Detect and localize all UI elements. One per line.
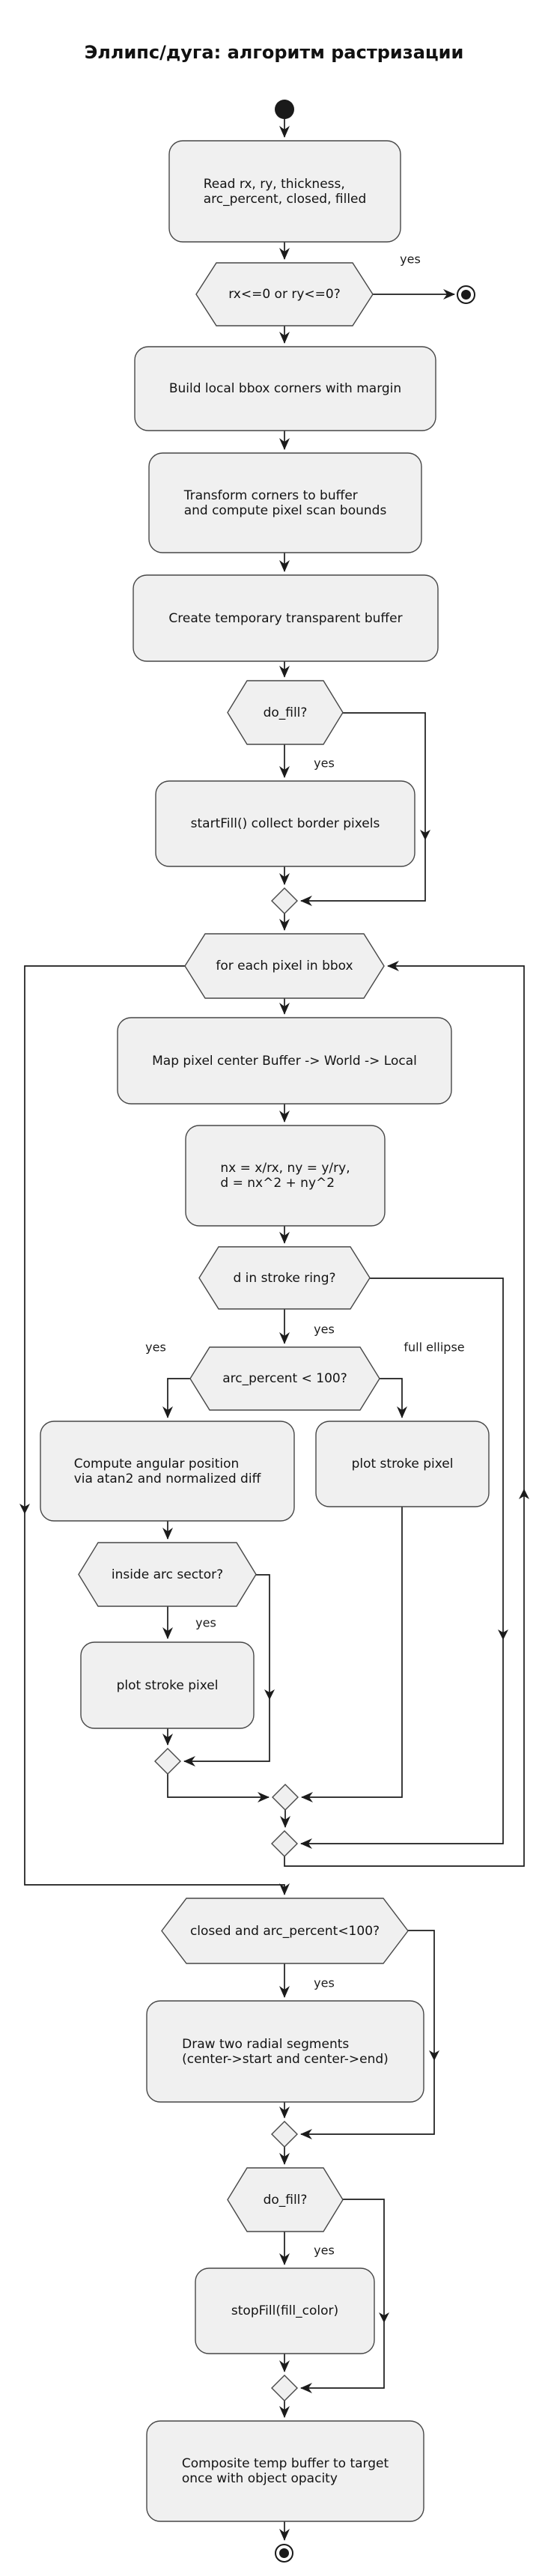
- decision-shape-closed-arc: [161, 1898, 409, 1964]
- flow-edge-26-mid-arrow: [19, 1504, 30, 1514]
- flow-edge-8: [300, 712, 426, 906]
- final-node-early: [457, 285, 475, 304]
- decision-shape-arc-percent: [189, 1346, 380, 1411]
- flow-edge-23: [167, 1774, 270, 1802]
- flow-edge-16: [162, 1378, 190, 1418]
- flow-edge-28-mid-arrow: [429, 2050, 439, 2061]
- flow-edge-21: [301, 1507, 403, 1802]
- flow-edge-8-mid-arrow: [420, 830, 430, 840]
- activity-shape-composite: [146, 2420, 424, 2522]
- activity-shape-transform-corners: [148, 452, 422, 553]
- decision-shape-stroke-ring: [198, 1246, 371, 1310]
- decision-shape-for-each-pixel: [184, 933, 385, 999]
- activity-shape-build-bbox: [134, 346, 436, 431]
- flow-edge-28: [300, 1930, 435, 2139]
- flow-edge-32-mid-arrow: [379, 2312, 389, 2323]
- flow-edge-25: [284, 961, 525, 1867]
- activity-shape-plot-stroke-arc: [80, 1641, 255, 1729]
- flow-edge-20-mid-arrow: [264, 1689, 275, 1700]
- activity-shape-draw-radials: [146, 2000, 424, 2103]
- page-title: Эллипс/дуга: алгоритм растризации: [84, 42, 464, 63]
- merge-diamond-merge-sector: [154, 1748, 181, 1775]
- flow-edge-25-mid-arrow: [519, 1489, 529, 1499]
- decision-shape-check-radii: [195, 262, 374, 326]
- activity-shape-plot-stroke-full: [315, 1421, 490, 1507]
- activity-shape-normalize: [185, 1125, 386, 1227]
- flow-edge-26: [24, 965, 290, 1895]
- merge-diamond-merge-closed: [271, 2121, 298, 2148]
- decision-shape-arc-sector: [78, 1542, 257, 1607]
- activity-shape-start-fill: [155, 780, 415, 867]
- activity-shape-map-pixel: [117, 1017, 452, 1105]
- merge-diamond-merge-stopfill: [271, 2375, 298, 2402]
- flow-edge-15: [300, 1278, 504, 1849]
- flow-edge-20: [183, 1574, 270, 1767]
- flow-edge-32: [300, 2199, 385, 2393]
- merge-diamond-merge-ring: [271, 1830, 298, 1857]
- decision-shape-do-fill-2: [227, 2167, 344, 2232]
- activity-shape-create-buffer: [133, 574, 439, 662]
- merge-diamond-merge-fill: [271, 887, 298, 914]
- merge-diamond-merge-arc: [272, 1784, 299, 1811]
- activity-shape-compute-angle: [40, 1421, 295, 1522]
- final-node: [275, 2544, 293, 2563]
- flow-edge-17: [380, 1378, 407, 1418]
- decision-shape-do-fill-1: [227, 680, 344, 745]
- activity-shape-stop-fill: [195, 2267, 375, 2354]
- flow-edge-15-mid-arrow: [498, 1629, 508, 1640]
- activity-shape-read-params: [168, 140, 401, 243]
- start-node: [275, 100, 294, 119]
